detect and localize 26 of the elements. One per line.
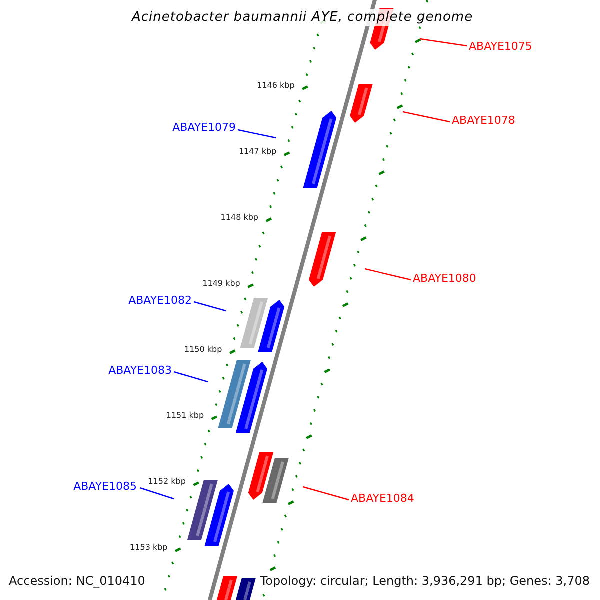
scale-label: 1148 kbp — [220, 214, 258, 222]
scale-label: 1150 kbp — [184, 346, 222, 354]
scale-label: 1153 kbp — [130, 544, 168, 552]
leader-line — [402, 111, 450, 123]
gene-label: ABAYE1075 — [469, 41, 532, 52]
gene-label: ABAYE1078 — [452, 115, 516, 126]
leader-line — [194, 301, 226, 312]
scale-label: 1149 kbp — [202, 280, 240, 288]
scale-label: 1152 kbp — [148, 478, 186, 486]
gene-label: ABAYE1082 — [128, 295, 192, 306]
leader-line — [140, 487, 174, 500]
leader-line — [238, 129, 276, 139]
gene-label: ABAYE1083 — [108, 365, 172, 376]
gene-label: ABAYE1084 — [351, 493, 414, 504]
scale-label: 1151 kbp — [166, 412, 204, 420]
leader-line — [364, 268, 412, 281]
leader-line — [420, 38, 468, 47]
scale-label: 1147 kbp — [238, 148, 277, 156]
footer-text: Topology: circular; Length: 3,936,291 bp; Genes: 3,708 — [260, 575, 590, 587]
gene-label: ABAYE1079 — [172, 122, 236, 133]
gene-label: ABAYE1085 — [74, 481, 137, 492]
leader-line — [302, 486, 350, 501]
footer-text: Accession: NC_010410 — [9, 575, 146, 587]
gene-label: ABAYE1080 — [413, 273, 476, 284]
leader-line — [174, 371, 208, 383]
scale-label: 1146 kbp — [257, 82, 295, 90]
